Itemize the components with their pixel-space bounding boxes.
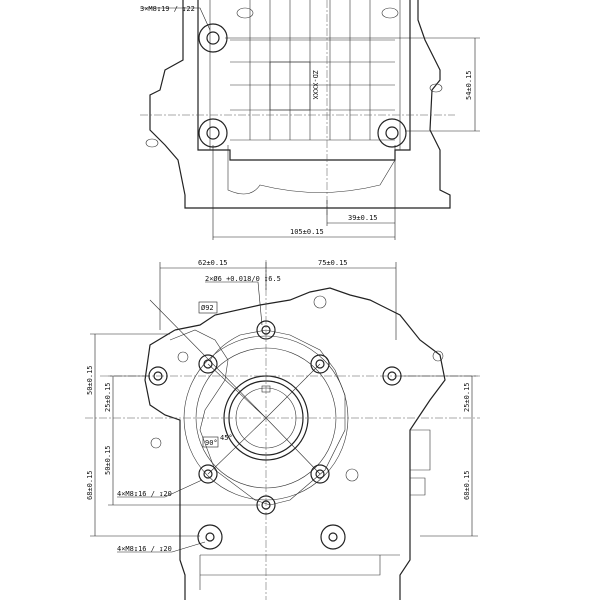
angle-45: 45° xyxy=(220,434,233,442)
dim-25-right: 25±0.15 xyxy=(463,382,471,412)
dim-68-right: 68±0.15 xyxy=(463,470,471,500)
bolt-callout-outer: 4×M8↧16 / ↧20 xyxy=(117,545,172,553)
top-view: 3×M8↧19 / ↧22 ZD-XXXX 54±0.15 39±0.15 10… xyxy=(140,0,480,240)
angle-90: 90° xyxy=(205,439,218,447)
dim-25-left: 25±0.15 xyxy=(104,382,112,412)
bolt-callout-inner: 4×M8↧16 / ↧20 xyxy=(117,490,172,498)
pilot-diameter: Ø92 xyxy=(201,304,214,312)
dim-39: 39±0.15 xyxy=(348,214,378,222)
dim-105: 105±0.15 xyxy=(290,228,324,236)
front-view: 62±0.15 75±0.15 2×Ø6 +0.018/0 ↧6.5 Ø92 5… xyxy=(85,259,480,600)
dim-62: 62±0.15 xyxy=(198,259,228,267)
top-bolts xyxy=(145,7,443,148)
part-marking: ZD-XXXX xyxy=(311,70,319,100)
dim-68-left: 68±0.15 xyxy=(86,470,94,500)
dim-75: 75±0.15 xyxy=(318,259,348,267)
top-bolt-callout: 3×M8↧19 / ↧22 xyxy=(140,5,195,13)
dim-54: 54±0.15 xyxy=(465,70,473,100)
front-bolts xyxy=(148,295,444,550)
pin-callout: 2×Ø6 +0.018/0 ↧6.5 xyxy=(205,275,281,283)
dim-50-left-outer: 50±0.15 xyxy=(86,365,94,395)
dim-50-left-inner: 50±0.15 xyxy=(104,445,112,475)
